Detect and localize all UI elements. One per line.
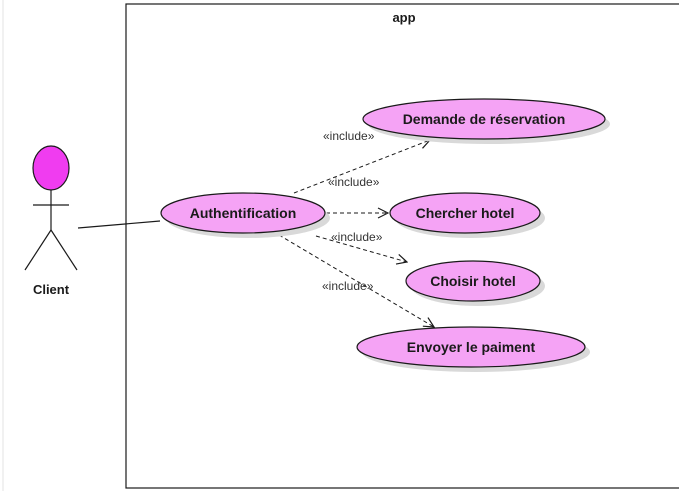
use-case-auth[interactable]: Authentification xyxy=(160,192,330,238)
association-client-auth[interactable] xyxy=(77,220,161,229)
use-case-payment-label: Envoyer le paiment xyxy=(407,339,536,355)
use-case-search-shape xyxy=(389,192,541,234)
use-case-reservation[interactable]: Demande de réservation xyxy=(362,98,610,144)
use-case-payment-shape xyxy=(356,326,586,368)
include-auth-reservation[interactable]: «include» xyxy=(293,129,430,194)
use-case-search-label: Chercher hotel xyxy=(416,205,515,221)
include-auth-payment[interactable]: «include» xyxy=(278,234,434,327)
include-label-search: «include» xyxy=(328,175,380,189)
include-label-payment: «include» xyxy=(322,279,374,293)
actor-name: Client xyxy=(33,282,70,297)
actor-left-leg xyxy=(24,229,52,271)
use-case-payment[interactable]: Envoyer le paiment xyxy=(356,326,590,372)
actor-head xyxy=(32,145,70,191)
use-case-choose-label: Choisir hotel xyxy=(430,273,516,289)
actor-right-leg xyxy=(50,229,78,271)
include-line-payment xyxy=(278,234,434,327)
system-boundary-frame xyxy=(125,3,679,489)
include-auth-search[interactable]: «include» xyxy=(326,175,388,213)
use-case-auth-shape xyxy=(160,192,326,234)
use-case-reservation-shape xyxy=(362,98,606,140)
use-case-choose[interactable]: Choisir hotel xyxy=(405,260,545,306)
include-auth-choose[interactable]: «include» xyxy=(315,230,407,262)
use-case-choose-shape xyxy=(405,260,541,302)
system-boundary[interactable]: app xyxy=(125,3,679,489)
include-line-reservation xyxy=(293,140,430,194)
actor-client[interactable]: Client xyxy=(24,145,78,297)
use-case-reservation-label: Demande de réservation xyxy=(403,111,566,127)
use-case-search[interactable]: Chercher hotel xyxy=(389,192,545,238)
include-line-choose xyxy=(315,235,407,262)
include-label-reservation: «include» xyxy=(323,129,375,143)
system-title: app xyxy=(392,10,415,25)
use-case-auth-label: Authentification xyxy=(190,205,297,221)
include-label-choose: «include» xyxy=(331,230,383,244)
